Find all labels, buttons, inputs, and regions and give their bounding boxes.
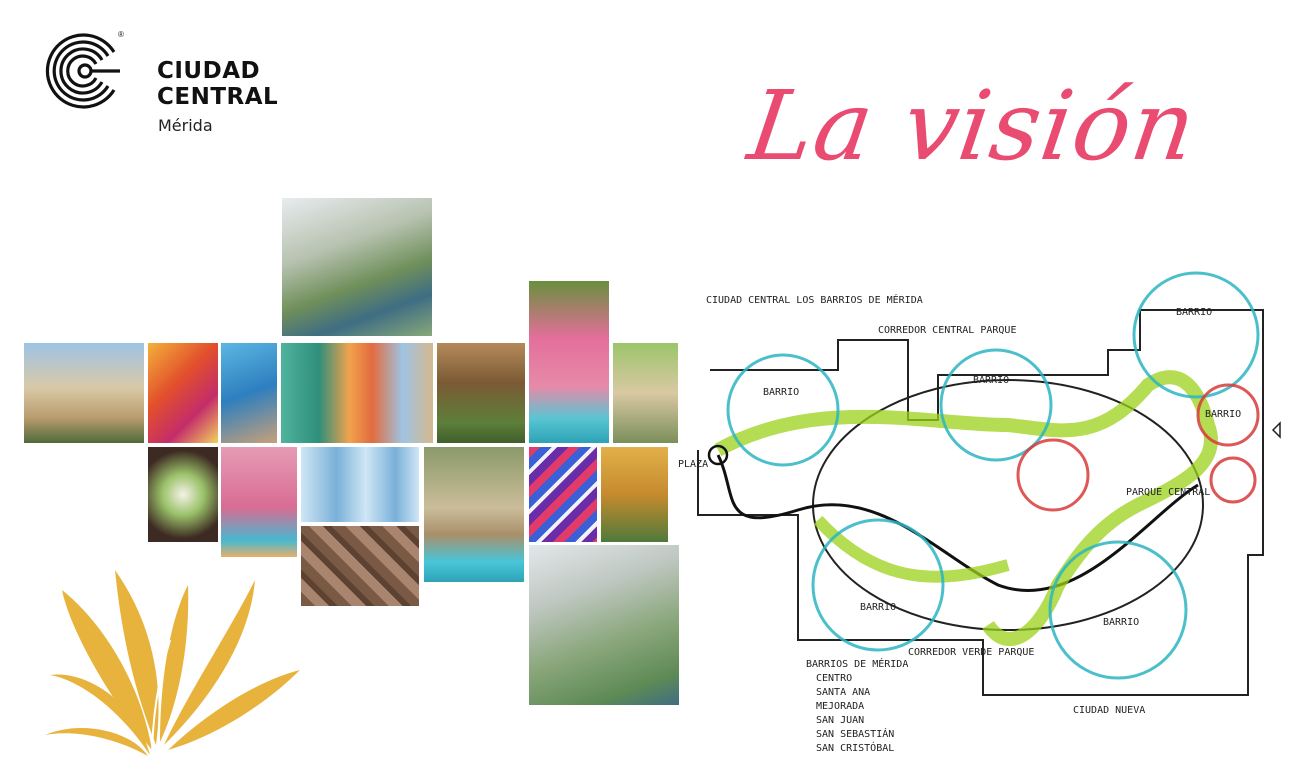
brand-city: Mérida xyxy=(158,116,213,135)
photo-pink-wall-pool xyxy=(221,447,297,557)
barrio-label-2: BARRIO xyxy=(973,375,1009,386)
barrio-circles xyxy=(726,271,1260,680)
brand-line-2: CENTRAL xyxy=(157,84,279,110)
barrio-label-1: BARRIO xyxy=(763,387,799,398)
ciudad-central-logo-icon xyxy=(45,33,120,109)
photo-blue-windows xyxy=(301,447,419,522)
legend-item-4: SAN JUAN xyxy=(816,715,864,726)
legend-title: BARRIOS DE MÉRIDA xyxy=(806,657,908,670)
sketch-lower-note: CORREDOR VERDE PARQUE xyxy=(908,647,1034,658)
page-title: La visión xyxy=(742,70,1203,182)
brand-line-1: CIUDAD xyxy=(157,58,261,84)
photo-colorful-decor xyxy=(148,343,218,443)
photo-food-plate xyxy=(148,447,218,542)
photo-masterplan-aerial xyxy=(529,545,679,705)
barrio-label-6: BARRIO xyxy=(1205,409,1241,420)
legend-item-1: CENTRO xyxy=(816,673,852,684)
legend-item-3: MEJORADA xyxy=(816,701,864,712)
photo-hammock-stripes xyxy=(529,447,597,542)
gold-leaves-illustration xyxy=(45,570,300,760)
photo-patio-arcade xyxy=(437,343,525,443)
barrio-label-3: BARRIO xyxy=(1176,307,1212,318)
sketch-header-note: CIUDAD CENTRAL LOS BARRIOS DE MÉRIDA xyxy=(706,293,923,306)
legend-item-2: SANTA ANA xyxy=(816,687,870,698)
neighborhood-vision-sketch: CIUDAD CENTRAL LOS BARRIOS DE MÉRIDA COR… xyxy=(678,271,1281,754)
legend-item-5: SAN SEBASTIÁN xyxy=(816,727,894,740)
photo-courtyard-pool xyxy=(424,447,524,582)
photo-arches-green xyxy=(613,343,678,443)
registered-mark: ® xyxy=(118,30,124,39)
photo-tile-pattern xyxy=(301,526,419,606)
brand-logo: ® CIUDAD CENTRAL Mérida xyxy=(44,30,304,140)
photo-street-colonial xyxy=(281,343,433,443)
photo-blue-facade xyxy=(221,343,277,443)
plaza-label: PLAZA xyxy=(678,459,708,470)
photo-yellow-arches xyxy=(601,447,668,542)
photo-aerial-green xyxy=(282,198,432,336)
photo-cathedral xyxy=(24,343,144,443)
legend-item-6: SAN CRISTÓBAL xyxy=(816,741,894,754)
barrio-label-5: BARRIO xyxy=(1103,617,1139,628)
sketch-footer-note: CIUDAD NUEVA xyxy=(1073,705,1145,716)
photo-pink-pool xyxy=(529,281,609,443)
sketch-corridor-note: CORREDOR CENTRAL PARQUE xyxy=(878,325,1016,336)
park-label: PARQUE CENTRAL xyxy=(1126,487,1210,498)
barrio-label-4: BARRIO xyxy=(860,602,896,613)
